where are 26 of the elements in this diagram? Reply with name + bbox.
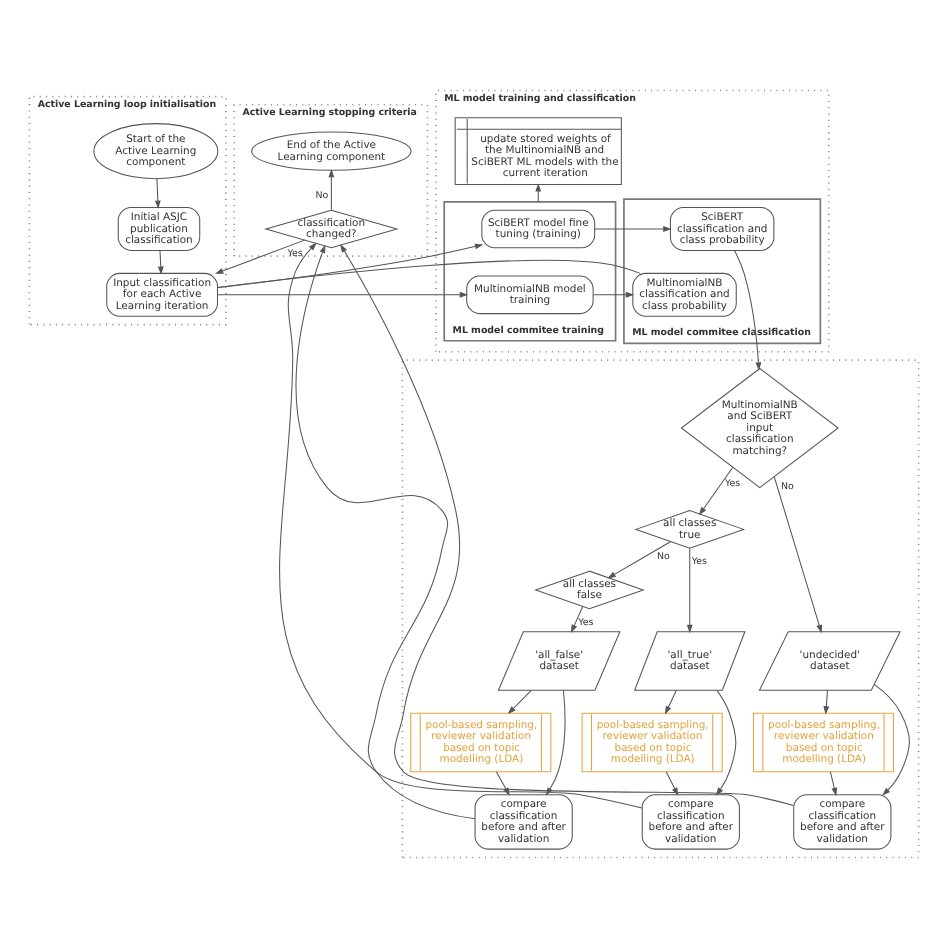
arrow (873, 683, 910, 796)
arrow (328, 168, 335, 211)
arrow (607, 541, 671, 579)
arrow (686, 547, 693, 634)
arrow (157, 250, 164, 275)
arrow (507, 689, 532, 715)
arrow (340, 244, 794, 806)
arrow (664, 689, 677, 715)
arrow (570, 606, 584, 634)
arrow (592, 291, 635, 298)
arrow (217, 291, 469, 298)
arrow (823, 689, 830, 715)
arrow (295, 244, 476, 820)
arrow (715, 689, 737, 796)
arrow (535, 183, 542, 203)
arrow (665, 771, 679, 796)
arrow (773, 476, 823, 634)
arrow (215, 239, 306, 274)
arrow (217, 243, 484, 289)
connector (217, 259, 641, 288)
arrow (733, 250, 762, 371)
arrow (154, 178, 161, 209)
arrow (829, 771, 838, 797)
arrow (279, 242, 643, 809)
arrow (698, 466, 734, 516)
arrow (594, 226, 672, 232)
